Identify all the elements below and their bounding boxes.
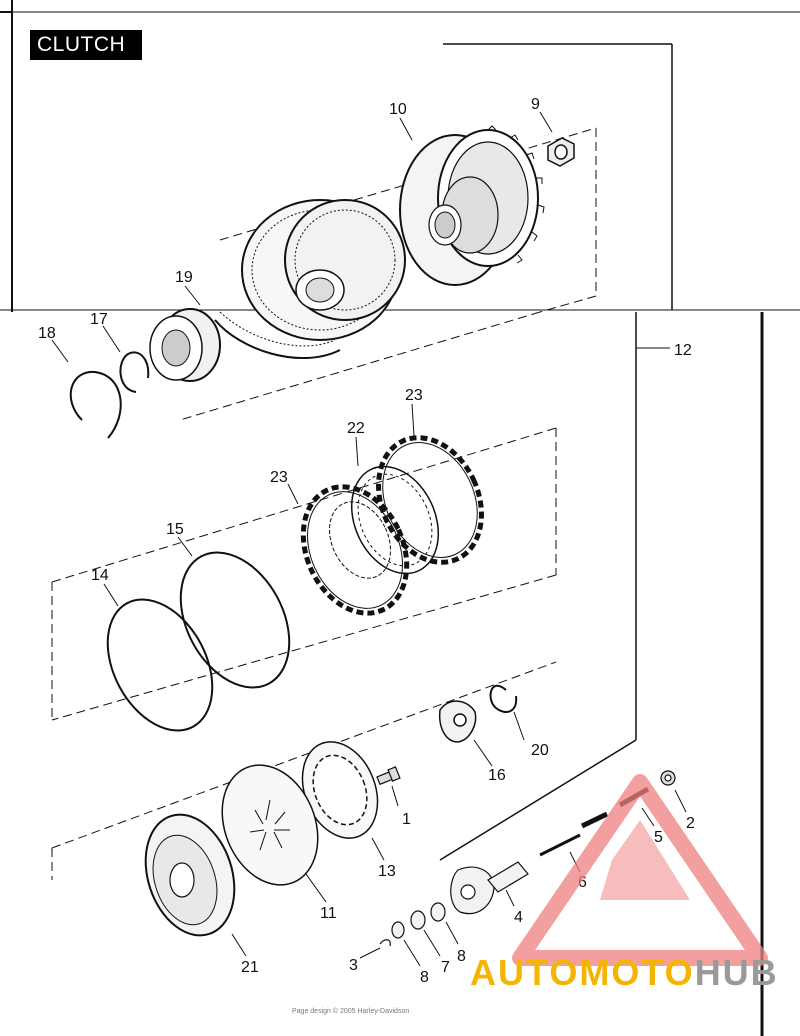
callout-7: 7 [441,959,450,976]
part-clutch-shell [399,125,545,286]
callout-14: 14 [91,567,109,584]
part-nut-9 [547,137,575,167]
part-rings-14-15 [106,551,291,732]
callout-6: 6 [578,874,587,891]
part-release-plate [301,741,379,839]
part-retaining-ring-17 [119,351,150,393]
part-cam-plate [438,700,477,743]
part-bearing [149,308,221,382]
callout-13: 13 [378,863,396,880]
diagram-title: CLUTCH [30,30,142,60]
callout-18: 18 [38,325,56,342]
watermark-text-moto: MOTO [579,952,695,993]
part-primary-gear-ring [214,199,406,359]
part-diaphragm-spring [221,764,319,886]
callout-23a: 23 [405,387,423,404]
callout-2: 2 [686,815,695,832]
callout-3: 3 [349,957,358,974]
callout-labels: 1 2 3 4 5 6 7 8 8 9 10 11 12 13 14 15 16… [38,96,695,986]
part-snap-ring-20 [489,684,518,713]
callout-12: 12 [674,342,692,359]
watermark-text-hub: HUB [694,952,779,993]
callout-9: 9 [531,96,540,113]
callout-16: 16 [488,767,506,784]
footer-text: Page design © 2005 Harley-Davidson [292,1008,410,1015]
callout-10: 10 [389,101,407,118]
callout-17: 17 [90,311,108,328]
callout-8a: 8 [420,969,429,986]
part-pushrod-parts [379,770,676,947]
callout-8b: 8 [457,948,466,965]
watermark-text-auto: AUTO [470,952,580,993]
leader-lines [51,111,687,967]
part-retaining-ring-18 [69,370,122,439]
watermark-logo [512,774,768,966]
callout-23b: 23 [270,469,288,486]
watermark-text: AUTOMOTOHUB [470,952,779,994]
callout-22: 22 [347,420,365,437]
callout-1: 1 [402,811,411,828]
callout-19: 19 [175,269,193,286]
callout-20: 20 [531,742,549,759]
part-friction-plates [300,435,484,616]
callout-21: 21 [241,959,259,976]
part-pressure-plate [144,813,236,937]
callout-11: 11 [320,905,337,922]
callout-5: 5 [654,829,663,846]
callout-15: 15 [166,521,184,538]
callout-4: 4 [514,909,523,926]
part-screw-1 [376,766,401,786]
